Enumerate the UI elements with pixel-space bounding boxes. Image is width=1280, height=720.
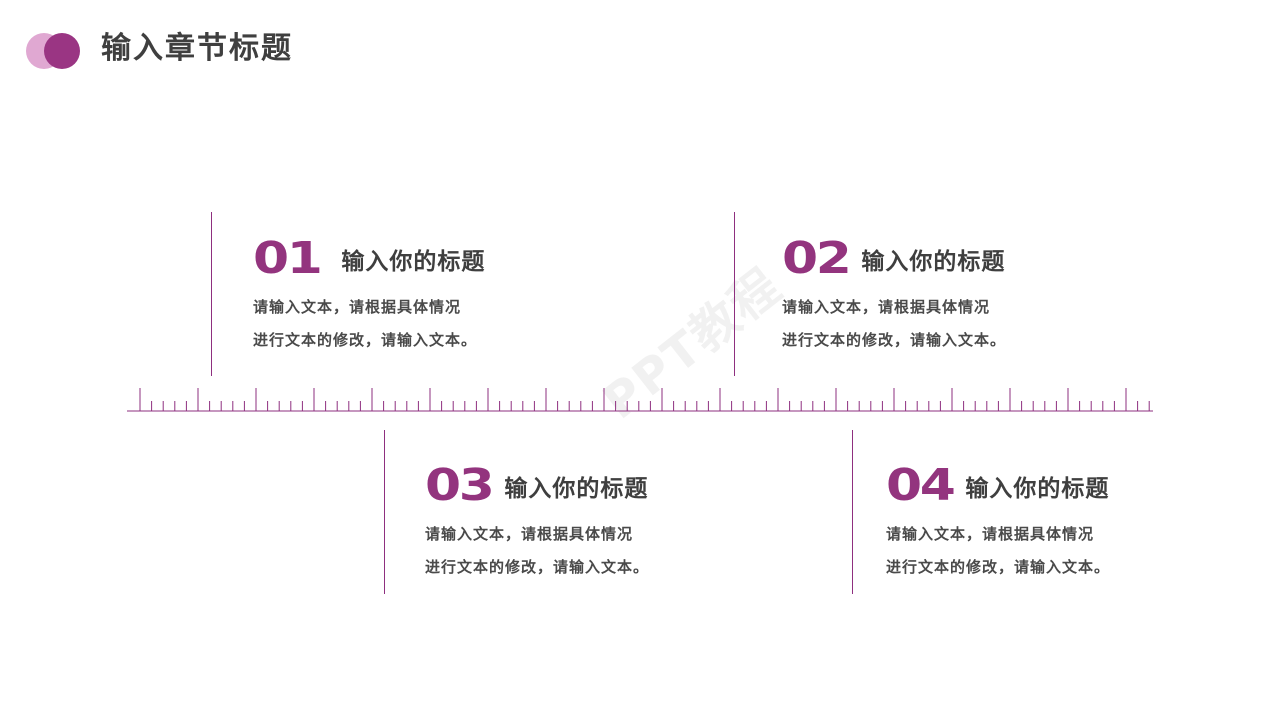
- item-number: 01: [253, 233, 323, 284]
- item-description: 请输入文本，请根据具体情况 进行文本的修改，请输入文本。: [782, 291, 1006, 357]
- item-desc-line: 请输入文本，请根据具体情况: [886, 525, 1095, 543]
- dark-circle-icon: [44, 33, 80, 69]
- timeline-ruler: [127, 388, 1153, 412]
- item-card-01: 01 输入你的标题 请输入文本，请根据具体情况 进行文本的修改，请输入文本。: [253, 237, 485, 357]
- item-number: 02: [782, 233, 852, 284]
- item-card-04: 04 输入你的标题 请输入文本，请根据具体情况 进行文本的修改，请输入文本。: [886, 464, 1110, 584]
- item-card-03: 03 输入你的标题 请输入文本，请根据具体情况 进行文本的修改，请输入文本。: [425, 464, 649, 584]
- section-logo: [26, 31, 82, 69]
- connector-line-02: [734, 212, 735, 376]
- item-number: 04: [886, 460, 956, 511]
- item-description: 请输入文本，请根据具体情况 进行文本的修改，请输入文本。: [886, 518, 1110, 584]
- connector-line-01: [211, 212, 212, 376]
- connector-line-04: [852, 430, 853, 594]
- item-title: 输入你的标题: [861, 249, 1006, 275]
- item-desc-line: 进行文本的修改，请输入文本。: [886, 558, 1111, 576]
- item-description: 请输入文本，请根据具体情况 进行文本的修改，请输入文本。: [425, 518, 649, 584]
- timeline-ticks: [139, 388, 1150, 411]
- item-title: 输入你的标题: [341, 249, 486, 275]
- item-desc-line: 请输入文本，请根据具体情况: [253, 298, 462, 316]
- item-number: 03: [425, 460, 495, 511]
- item-title: 输入你的标题: [504, 476, 649, 502]
- item-desc-line: 请输入文本，请根据具体情况: [425, 525, 634, 543]
- item-desc-line: 进行文本的修改，请输入文本。: [253, 331, 478, 349]
- connector-line-03: [384, 430, 385, 594]
- item-desc-line: 进行文本的修改，请输入文本。: [782, 331, 1007, 349]
- item-card-02: 02 输入你的标题 请输入文本，请根据具体情况 进行文本的修改，请输入文本。: [782, 237, 1006, 357]
- page-title: 输入章节标题: [101, 31, 293, 66]
- item-desc-line: 请输入文本，请根据具体情况: [782, 298, 991, 316]
- item-description: 请输入文本，请根据具体情况 进行文本的修改，请输入文本。: [253, 291, 485, 357]
- item-title: 输入你的标题: [965, 476, 1110, 502]
- item-desc-line: 进行文本的修改，请输入文本。: [425, 558, 650, 576]
